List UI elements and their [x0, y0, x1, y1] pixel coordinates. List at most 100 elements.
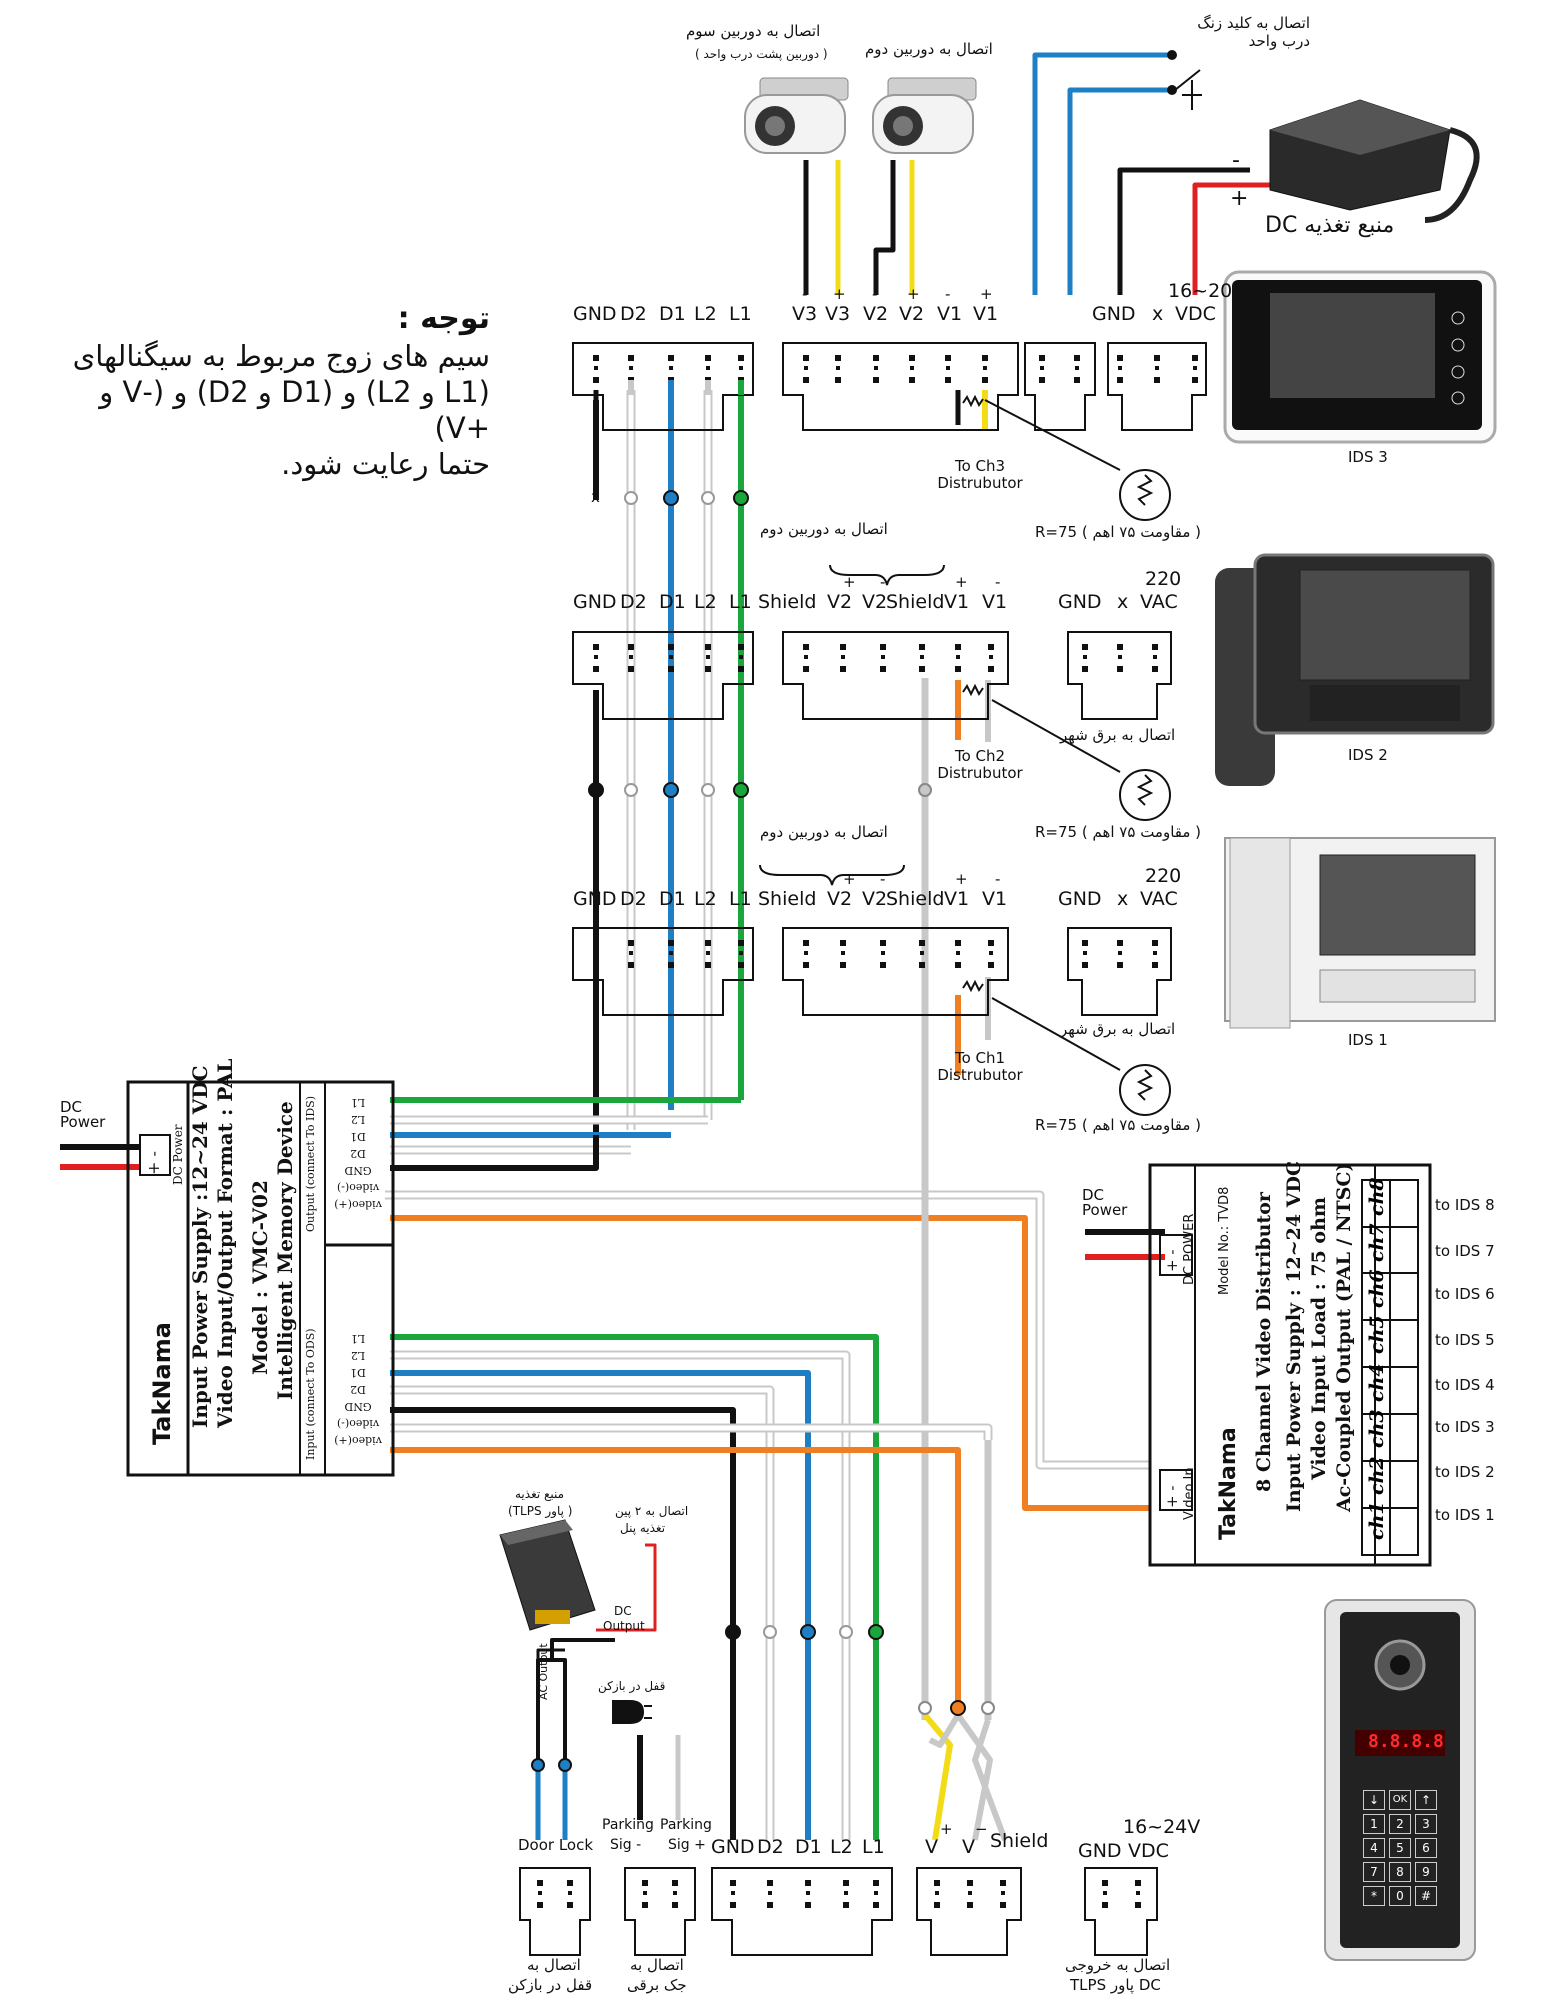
tlps-power-supply-icon: [499, 1519, 596, 1631]
vmc-pm: + -: [144, 1151, 163, 1175]
tvd8-power-label: DC POWER: [1182, 1213, 1197, 1285]
ids3-video-sign-5: -: [945, 285, 951, 303]
ids3-video-sign-6: +: [980, 285, 993, 303]
tlps-panel-2: تغذیه پنل: [620, 1521, 666, 1535]
tvd8-ch: ch5: [1366, 1315, 1388, 1354]
door-bell-label: اتصال به کلید زنگ درب واحد: [1197, 14, 1310, 50]
ids3-video-term-2: V3: [825, 303, 851, 325]
ids1-video-term-5: V1: [944, 888, 970, 910]
ids3-power-term-gnd: GND: [1092, 303, 1136, 325]
ids2-left-term-d1: D1: [659, 591, 686, 613]
bottom-term-d1: D1: [795, 1836, 822, 1858]
keypad-key: #: [1415, 1886, 1437, 1906]
keypad-key: 1: [1363, 1814, 1385, 1834]
camera-3-icon: [744, 77, 849, 154]
tlps-title-2: ( پاور TLPS): [508, 1504, 573, 1518]
ids2-video-sign-6: -: [995, 573, 1001, 591]
ids1-power-term-vac: VAC: [1140, 888, 1178, 910]
bottom-term-d2: D2: [757, 1836, 784, 1858]
ids1-video-sign-6: -: [995, 870, 1001, 888]
vmc-line-1: Input Power Supply :12~24 VDC: [188, 1065, 212, 1428]
ids1-video-sign-2: +: [843, 870, 856, 888]
door-panel-keypad: ↓ OK ↑ 1 2 3 4 5 6 7 8 9 * 0 #: [1363, 1790, 1439, 1906]
ids3-power-term-vdc: VDC: [1175, 303, 1216, 325]
keypad-key: 8: [1389, 1862, 1411, 1882]
keypad-key: 0: [1389, 1886, 1411, 1906]
note-line-1: سیم های زوج مربوط به سیگنالهای: [72, 338, 490, 373]
ids1-distributor: To Ch1 Distrubutor: [937, 1049, 1023, 1084]
ids3-video-sign-3: -: [872, 285, 878, 303]
ids3-video-sign-2: +: [833, 285, 846, 303]
bottom-cap-psu-1: اتصال به خروجی: [1065, 1956, 1171, 1974]
ids3-video-term-3: V2: [863, 303, 889, 325]
keypad-key: 7: [1363, 1862, 1385, 1882]
tvd8-model: Model No.: TVD8: [1217, 1186, 1232, 1295]
bottom-psu-gnd: GND: [1078, 1840, 1122, 1862]
tvd8-pm-video: + -: [1163, 1485, 1181, 1508]
vmc-in-pin: video(-): [336, 1417, 380, 1430]
ids3-power-volt: 16~20: [1168, 280, 1233, 302]
ids3-resistor: ( مقاومت ۷۵ اهم ) R=75: [1035, 523, 1202, 541]
ids2-monitor-icon: [1215, 553, 1495, 786]
tvd8-out-1: to IDS 1: [1435, 1506, 1495, 1524]
vmc-in-pin: L1: [350, 1332, 366, 1345]
vmc-dc-power: DC Power: [60, 1098, 106, 1131]
bottom-cap-lock-2: قفل در بازکن: [508, 1976, 593, 1994]
ids2-resistor: ( مقاومت ۷۵ اهم ) R=75: [1035, 823, 1202, 841]
cam2-label: اتصال به دوربین دوم: [865, 40, 993, 58]
vmc-out-pin: video(-): [336, 1181, 380, 1194]
tvd8-out-4: to IDS 4: [1435, 1376, 1495, 1394]
vmc-input-label: Input (connect To ODS): [304, 1328, 317, 1460]
cam3-label: اتصال به دوربین سوم: [686, 22, 821, 40]
tvd8-line-4: Ac-Coupled Output (PAL / NTSC): [1333, 1162, 1355, 1512]
ids1-mains: اتصال به برق شهر: [1060, 1020, 1176, 1038]
bottom-v-minus-sign: −: [975, 1820, 988, 1838]
tvd8-line-2: Input Power Supply : 12~24 VDC: [1283, 1160, 1305, 1512]
ids1-video-term-3: V2: [862, 888, 888, 910]
ids2-left-term-d2: D2: [620, 591, 647, 613]
vmc-out-pin: L2: [350, 1113, 366, 1126]
tlps-dc-out-1: DC: [614, 1604, 632, 1618]
tvd8-ch: ch2: [1366, 1456, 1388, 1495]
door-lock-icon: [612, 1700, 652, 1724]
ids3-left-term-d2: D2: [620, 303, 647, 325]
keypad-key: 4: [1363, 1838, 1385, 1858]
vmc-v02-box: [126, 1080, 395, 1477]
bottom-term-l1: L1: [862, 1836, 885, 1858]
bottom-cap-jack-1: اتصال به: [630, 1956, 684, 1974]
bottom-psu-volt: 16~24V: [1123, 1816, 1201, 1838]
vmc-line-2: Video Input/Output Format : PAL: [213, 1058, 237, 1428]
ids1-power-term-x: x: [1117, 888, 1129, 910]
ids2-camera-label: اتصال به دوربین دوم: [760, 520, 888, 538]
door-panel-icon: [1324, 1599, 1476, 1961]
tvd8-line-3: Video Input Load : 75 ohm: [1308, 1197, 1330, 1480]
junction-dots: [531, 490, 995, 1772]
ids2-video-sign-5: +: [955, 573, 968, 591]
ids3-video-term-4: V2: [899, 303, 925, 325]
ids1-video-sign-3: -: [880, 870, 886, 888]
wires: [60, 52, 1315, 1842]
bottom-park-sig-2: Sig +: [668, 1837, 706, 1853]
ids2-power-volt: 220: [1145, 568, 1182, 590]
tvd8-dc-power: DC Power: [1082, 1186, 1128, 1219]
tvd8-ch: ch8: [1366, 1177, 1388, 1216]
ids2-device: IDS 2: [1348, 746, 1388, 764]
tvd8-ch: ch7: [1366, 1223, 1388, 1262]
tvd8-video-in: Video In: [1182, 1467, 1197, 1520]
note-line-2: (L1 و L2) و (D1 و D2) و (-V و +V): [99, 374, 490, 445]
keypad-key: ↓: [1363, 1790, 1385, 1810]
ids1-monitor-icon: [1224, 837, 1496, 1029]
ids1-video-term-2: V2: [827, 888, 853, 910]
bottom-park-top-1: Parking: [602, 1817, 654, 1833]
bottom-term-gnd: GND: [711, 1836, 755, 1858]
tvd8-out-5: to IDS 5: [1435, 1331, 1495, 1349]
bottom-cap-psu-2: DC پاور TLPS: [1070, 1976, 1161, 1994]
vmc-output-pins: L1 L2 D1 D2 GND video(-) video(+): [328, 1094, 388, 1213]
ids-row-wires: [593, 380, 1121, 1071]
tvd8-out-8: to IDS 8: [1435, 1196, 1495, 1214]
vmc-output-label: Output (connect To IDS): [304, 1096, 317, 1232]
vmc-power-label: DC Power: [171, 1124, 185, 1185]
door-bell-switch-icon: [1167, 50, 1202, 110]
ids1-video-term-4: Shield: [886, 888, 945, 910]
ids2-left-term-gnd: GND: [573, 591, 617, 613]
